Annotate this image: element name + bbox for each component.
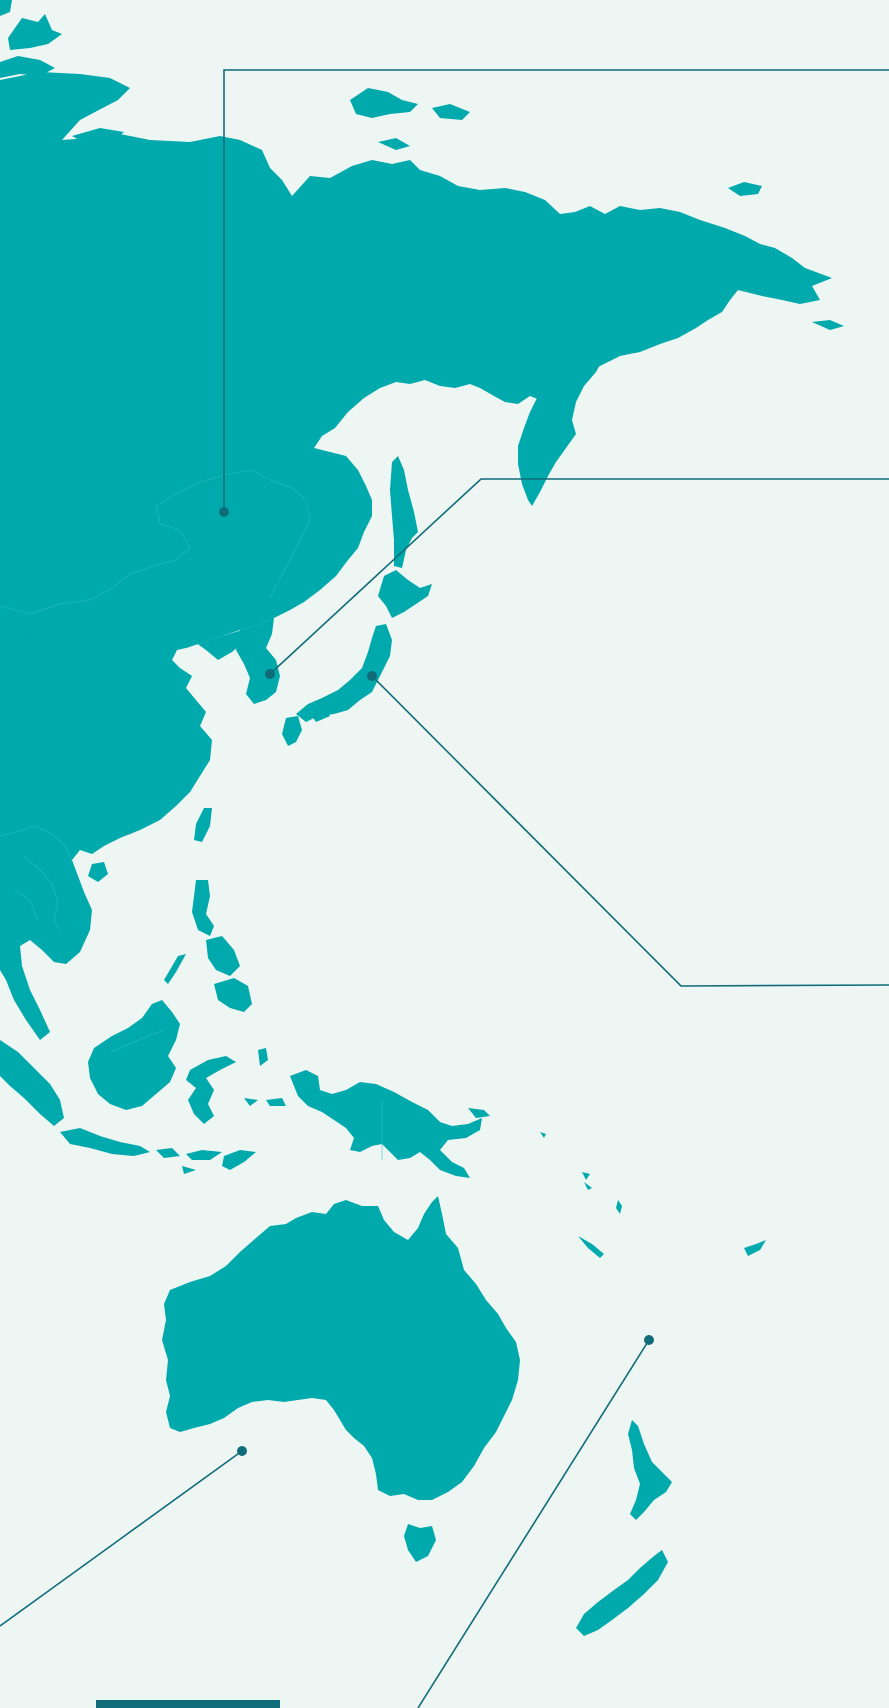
border-borneo [109, 1029, 165, 1053]
border-sea-nations [0, 825, 73, 935]
mindanao [214, 978, 252, 1012]
marker-korea[interactable] [265, 669, 275, 679]
borneo [88, 1000, 180, 1110]
vanuatu [616, 1200, 622, 1214]
taymyr-islet [72, 128, 124, 144]
arctic-island-2 [0, 0, 12, 16]
leader-line-western-australia [0, 1450, 243, 1627]
visayas [206, 936, 240, 976]
new-guinea [290, 1070, 482, 1178]
leader-line-new-caledonia [417, 1339, 650, 1708]
border-russia-mongolia [0, 469, 311, 615]
tasmania [404, 1524, 436, 1562]
china-mainland [0, 626, 256, 1040]
new-siberian-islands-2 [432, 104, 470, 120]
arctic-island-1 [8, 14, 62, 50]
bottom-accent-bar [96, 1700, 280, 1708]
kamchatka [518, 338, 606, 506]
borders [0, 469, 383, 1160]
timor [182, 1166, 196, 1174]
new-caledonia [578, 1236, 604, 1258]
wrangel-island [728, 182, 762, 196]
chukotka-islet [812, 320, 844, 330]
leader-line-mongolia [223, 69, 889, 512]
siberia [0, 72, 832, 656]
landmasses [0, 0, 844, 1636]
hokkaido [378, 570, 432, 618]
sakhalin [390, 456, 418, 568]
luzon [192, 880, 214, 936]
new-zealand-south [576, 1550, 668, 1636]
location-markers [219, 507, 654, 1456]
marker-japan[interactable] [367, 671, 377, 681]
new-zealand-north [628, 1420, 672, 1520]
australia [162, 1196, 520, 1500]
solomon-islands [540, 1132, 592, 1190]
marker-mongolia[interactable] [219, 507, 229, 517]
leader-line-korea [269, 478, 889, 675]
sumatra [0, 1040, 64, 1126]
kyushu [282, 716, 302, 746]
taiwan [194, 808, 212, 842]
maluku [244, 1048, 286, 1106]
severnaya-islet [378, 138, 410, 150]
fiji [744, 1240, 766, 1256]
new-siberian-islands [350, 88, 418, 118]
new-britain [468, 1108, 490, 1118]
sulawesi [186, 1056, 236, 1124]
honshu [296, 624, 392, 722]
java [60, 1128, 150, 1156]
palawan [164, 954, 186, 984]
hainan [88, 862, 108, 882]
lesser-sunda [156, 1148, 256, 1170]
korean-peninsula [236, 618, 280, 704]
marker-new-caledonia[interactable] [644, 1335, 654, 1345]
leader-lines [0, 69, 889, 1708]
marker-western-australia[interactable] [237, 1446, 247, 1456]
leader-line-japan [371, 675, 889, 987]
shikoku [308, 706, 330, 722]
